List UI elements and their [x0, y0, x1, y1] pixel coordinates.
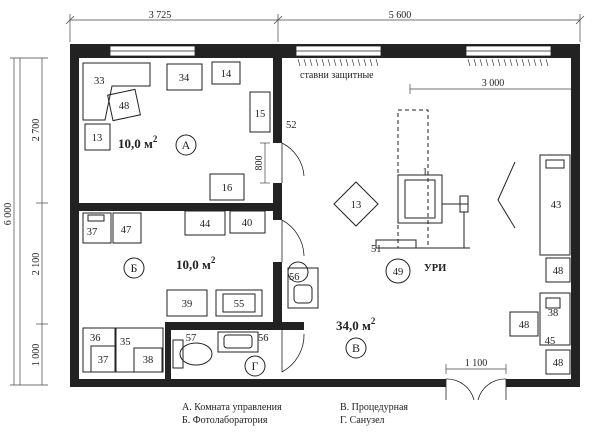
- dim-top-left: 3 725: [149, 10, 172, 21]
- area-room-b: 10,0 м2: [176, 255, 216, 272]
- equip-38-b: 38: [548, 308, 559, 319]
- furniture-room-b: [82, 210, 266, 373]
- dim-left-total: 6 000: [3, 203, 14, 226]
- equip-40: 40: [242, 218, 253, 229]
- windows: [109, 45, 552, 57]
- room-letter-g: Г: [252, 359, 259, 373]
- dim-table-3000: 3 000: [482, 78, 505, 89]
- shutters-label: ставни защитные: [300, 70, 374, 81]
- equip-57: 57: [186, 333, 197, 344]
- equip-56-a: 56: [258, 333, 269, 344]
- equip-56-b: 56: [289, 272, 300, 283]
- outer-walls: [70, 44, 580, 387]
- furniture-room-v: [287, 109, 571, 375]
- equip-43: 43: [551, 200, 562, 211]
- dim-top-right: 5 600: [389, 10, 412, 21]
- equip-34: 34: [179, 73, 190, 84]
- equip-37-b: 37: [98, 355, 109, 366]
- legend-item-a: А. Комната управления: [182, 402, 282, 413]
- equip-48-d: 48: [553, 358, 564, 369]
- legend-item-b: Б. Фотолаборатория: [182, 415, 268, 426]
- dim-left-c: 1 000: [31, 344, 42, 367]
- dim-left-a: 2 700: [31, 119, 42, 142]
- interior-walls: [79, 58, 304, 379]
- doors: [281, 142, 507, 401]
- shutter-hatching: [297, 58, 549, 67]
- area-room-a: 10,0 м2: [118, 134, 158, 151]
- area-room-v: 34,0 м2: [336, 316, 376, 333]
- room-letter-a: А: [182, 138, 191, 152]
- dim-entry-1100: 1 100: [465, 358, 488, 369]
- dim-left-b: 2 100: [31, 253, 42, 276]
- equip-16: 16: [222, 183, 233, 194]
- furniture-room-a: [82, 61, 271, 201]
- room-letter-b: Б: [131, 261, 138, 275]
- dim-door-800: 800: [254, 156, 265, 171]
- equip-39: 39: [182, 299, 193, 310]
- equip-49: 49: [393, 267, 404, 278]
- equip-15: 15: [255, 109, 266, 120]
- equip-38-a: 38: [143, 355, 154, 366]
- equip-13-a: 13: [92, 133, 103, 144]
- equipment-numbers: 33 48 13 34 14 15 52 16 37 47 44 40 39 5…: [87, 69, 564, 369]
- dimension-lines: [10, 14, 585, 386]
- equip-33: 33: [94, 76, 105, 87]
- equip-35: 35: [120, 337, 131, 348]
- equip-48-c: 48: [519, 320, 530, 331]
- legend-item-c: В. Процедурная: [340, 402, 409, 413]
- equip-45: 45: [545, 336, 556, 347]
- equip-55: 55: [234, 299, 245, 310]
- room-letter-v: В: [352, 341, 360, 355]
- legend-item-d: Г. Санузел: [340, 415, 385, 426]
- equip-48-b: 48: [553, 266, 564, 277]
- equip-44: 44: [200, 219, 211, 230]
- equip-48-a: 48: [119, 101, 130, 112]
- equip-1: 1: [422, 167, 427, 178]
- equip-52: 52: [286, 120, 297, 131]
- legend-right: В. Процедурная Г. Санузел: [340, 401, 408, 427]
- equip-14: 14: [221, 69, 232, 80]
- equip-51: 51: [371, 244, 382, 255]
- equip-13-b: 13: [351, 200, 362, 211]
- equip-36: 36: [90, 333, 101, 344]
- equip-37-a: 37: [87, 227, 98, 238]
- furniture-wc: [172, 331, 266, 377]
- legend-left: А. Комната управления Б. Фотолаборатория: [182, 401, 282, 427]
- uri-label: УРИ: [424, 263, 446, 274]
- equip-47: 47: [121, 225, 132, 236]
